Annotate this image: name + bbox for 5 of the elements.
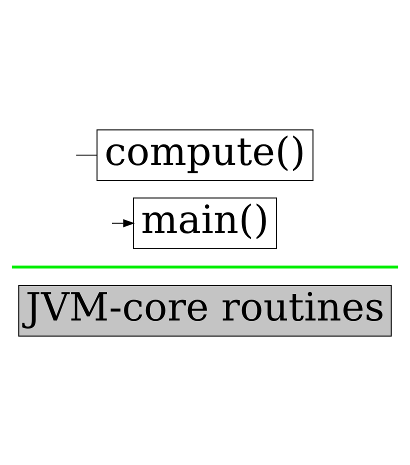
arrow (112, 218, 135, 227)
connector (76, 154, 98, 156)
node-box: compute() (96, 128, 314, 180)
node-box: JVM-core routines (18, 284, 392, 336)
node-box: main() (133, 197, 277, 249)
